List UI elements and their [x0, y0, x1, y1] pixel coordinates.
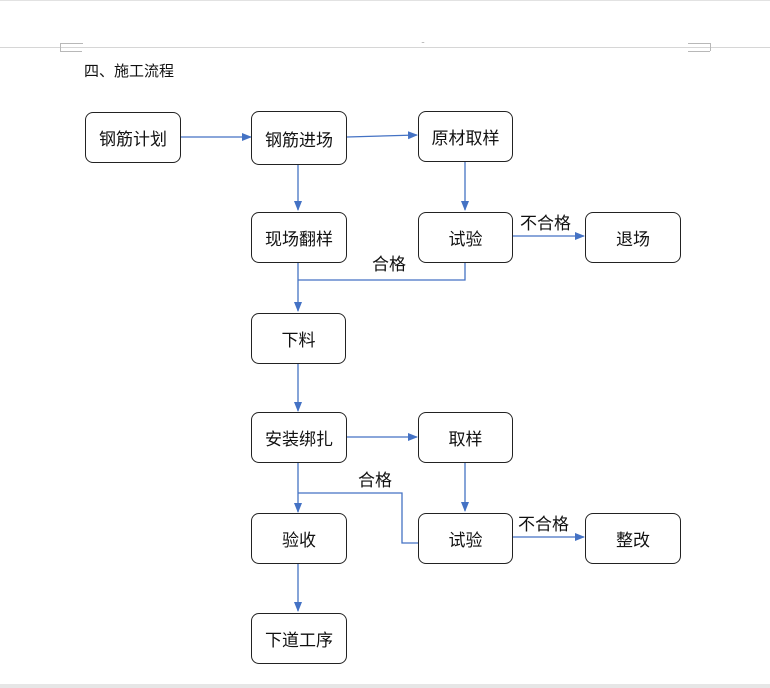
node-cutting: 下料: [251, 313, 346, 364]
node-test-2: 试验: [418, 513, 513, 564]
page-bottom-edge: [0, 684, 770, 688]
node-steel-arrival: 钢筋进场: [251, 111, 347, 165]
crop-mark-right-lower: [688, 51, 710, 52]
line-test-pass-return: [298, 263, 466, 281]
arrow-arrival-to-raw-sampling: [346, 131, 418, 140]
node-test-1: 试验: [418, 212, 513, 263]
node-rectify: 整改: [585, 513, 681, 564]
line-test2-pass-return: [298, 492, 418, 544]
node-steel-plan: 钢筋计划: [85, 112, 181, 163]
header-mark: ˜: [421, 41, 425, 50]
label-fail-2: 不合格: [518, 515, 569, 535]
header-rule: [0, 47, 770, 48]
node-next-process: 下道工序: [251, 613, 347, 664]
crop-mark-left-lower: [60, 51, 82, 52]
crop-mark-left: [60, 43, 83, 51]
label-pass-1: 合格: [372, 255, 406, 275]
label-fail-1: 不合格: [520, 214, 571, 234]
node-install-binding: 安装绑扎: [251, 412, 347, 463]
node-return-site: 退场: [585, 212, 681, 263]
label-pass-2: 合格: [358, 471, 392, 491]
node-on-site-layout: 现场翻样: [251, 212, 347, 263]
section-heading: 四、施工流程: [84, 62, 175, 80]
node-sampling: 取样: [418, 412, 513, 463]
node-raw-sampling: 原材取样: [418, 111, 513, 162]
crop-mark-right: [688, 43, 711, 51]
node-acceptance: 验收: [251, 513, 347, 564]
